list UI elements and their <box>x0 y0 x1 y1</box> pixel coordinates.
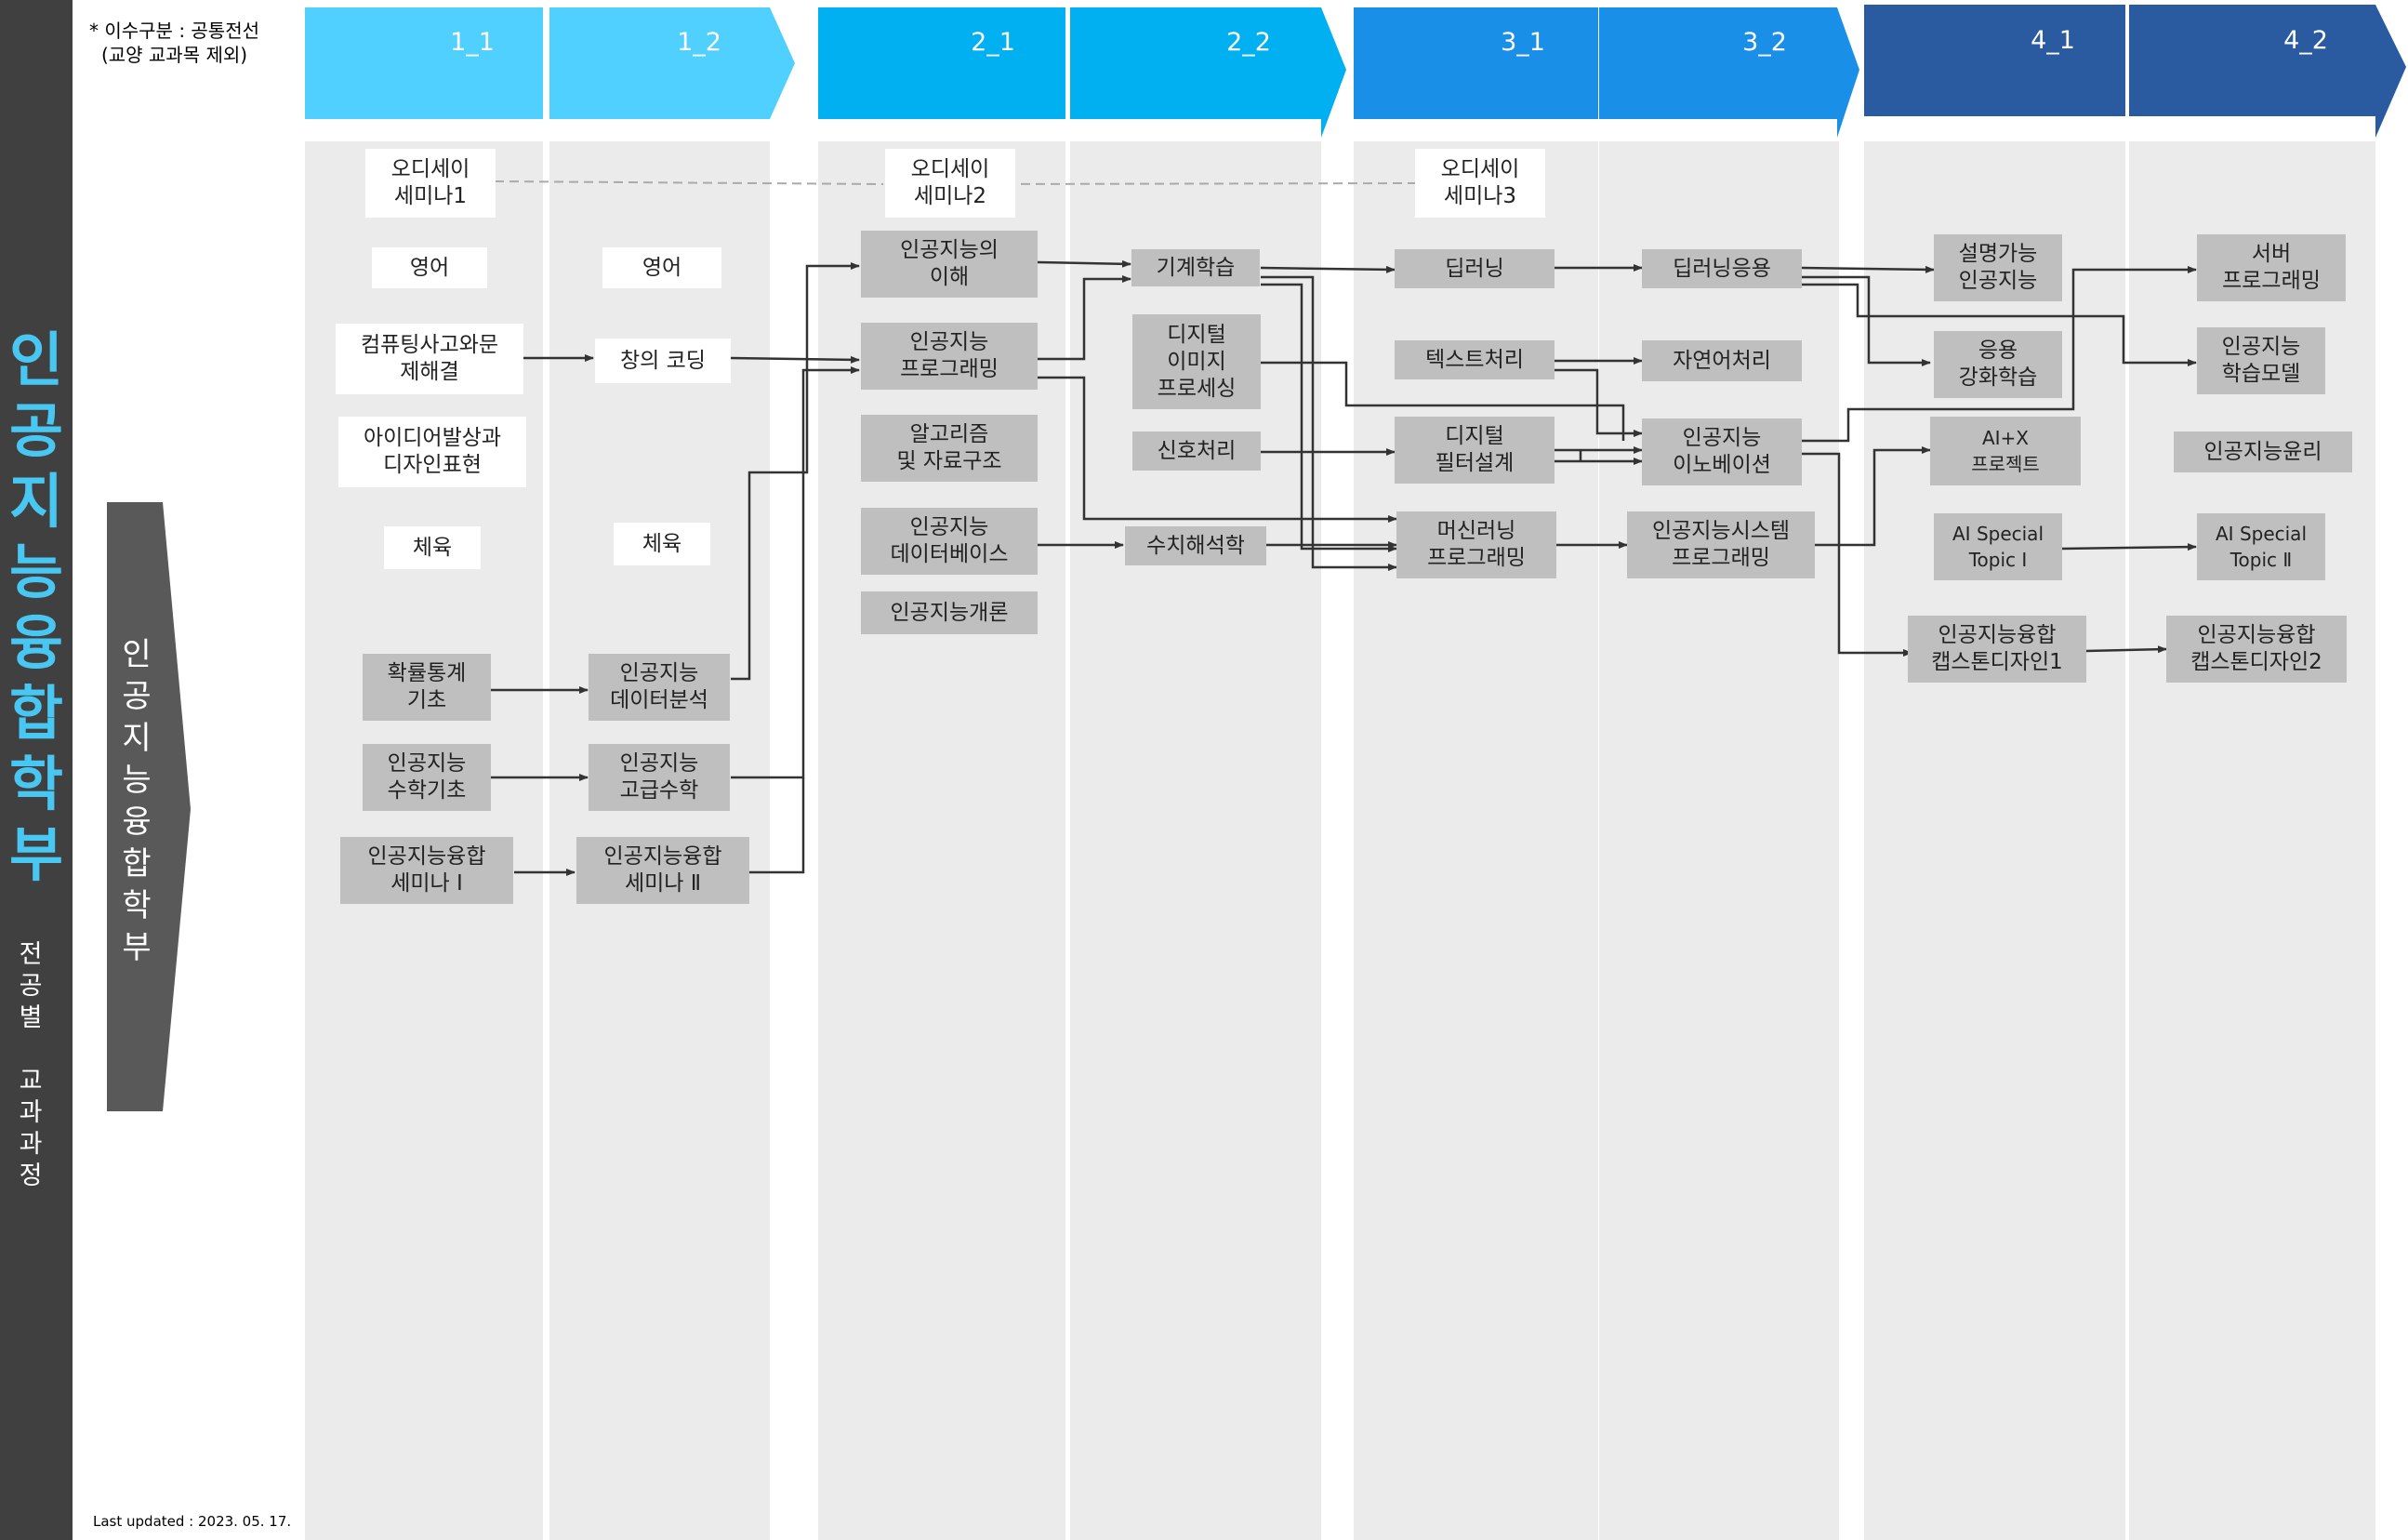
semester-header-3-1 <box>1354 7 1598 119</box>
course-pe-2: 체육 <box>614 523 710 565</box>
legend-note-line1: * 이수구분 : 공통전선 <box>89 20 260 42</box>
legend-note-line2: (교양 교과목 제외) <box>100 44 248 66</box>
department-arrow <box>107 502 191 1111</box>
course-ai-ethics: 인공지능윤리 <box>2174 431 2352 472</box>
sidebar <box>0 0 73 1540</box>
semester-label-3-1: 3_1 <box>1501 28 1545 57</box>
semester-header-1-2 <box>549 7 795 119</box>
semester-label-1-2: 1_2 <box>677 28 721 57</box>
course-creative-coding: 창의 코딩 <box>595 339 731 383</box>
semester-header-3-2 <box>1599 7 1859 138</box>
semester-label-2-2: 2_2 <box>1226 28 1271 57</box>
course-machine-learning: 기계학습 <box>1131 249 1260 286</box>
course-signal-processing: 신호처리 <box>1132 431 1261 471</box>
semester-label-1-1: 1_1 <box>450 28 495 57</box>
course-deep-learning-applications: 딥러닝응용 <box>1642 249 1802 288</box>
course-pe-1: 체육 <box>384 526 481 569</box>
semester-label-4-1: 4_1 <box>2031 26 2075 55</box>
semester-header-2-2 <box>1070 7 1346 138</box>
course-ai-intro: 인공지능개론 <box>861 591 1038 634</box>
semester-header-4-2 <box>2129 5 2406 138</box>
semester-label-4-2: 4_2 <box>2283 26 2328 55</box>
course-natural-language-processing: 자연어처리 <box>1642 340 1802 381</box>
semester-label-3-2: 3_2 <box>1742 28 1787 57</box>
semester-header-1-1 <box>305 7 543 119</box>
course-text-processing: 텍스트처리 <box>1395 340 1555 379</box>
legend-note: * 이수구분 : 공통전선 (교양 교과목 제외) <box>89 19 259 67</box>
course-english-1: 영어 <box>372 247 487 288</box>
course-english-2: 영어 <box>602 247 721 288</box>
semester-header-4-1 <box>1864 5 2125 116</box>
course-numerical-analysis: 수치해석학 <box>1125 526 1266 565</box>
semester-header <box>305 5 2406 138</box>
semester-header-2-1 <box>818 7 1065 119</box>
semester-label-2-1: 2_1 <box>971 28 1015 57</box>
course-deep-learning: 딥러닝 <box>1395 249 1555 288</box>
last-updated: Last updated : 2023. 05. 17. <box>93 1513 292 1530</box>
